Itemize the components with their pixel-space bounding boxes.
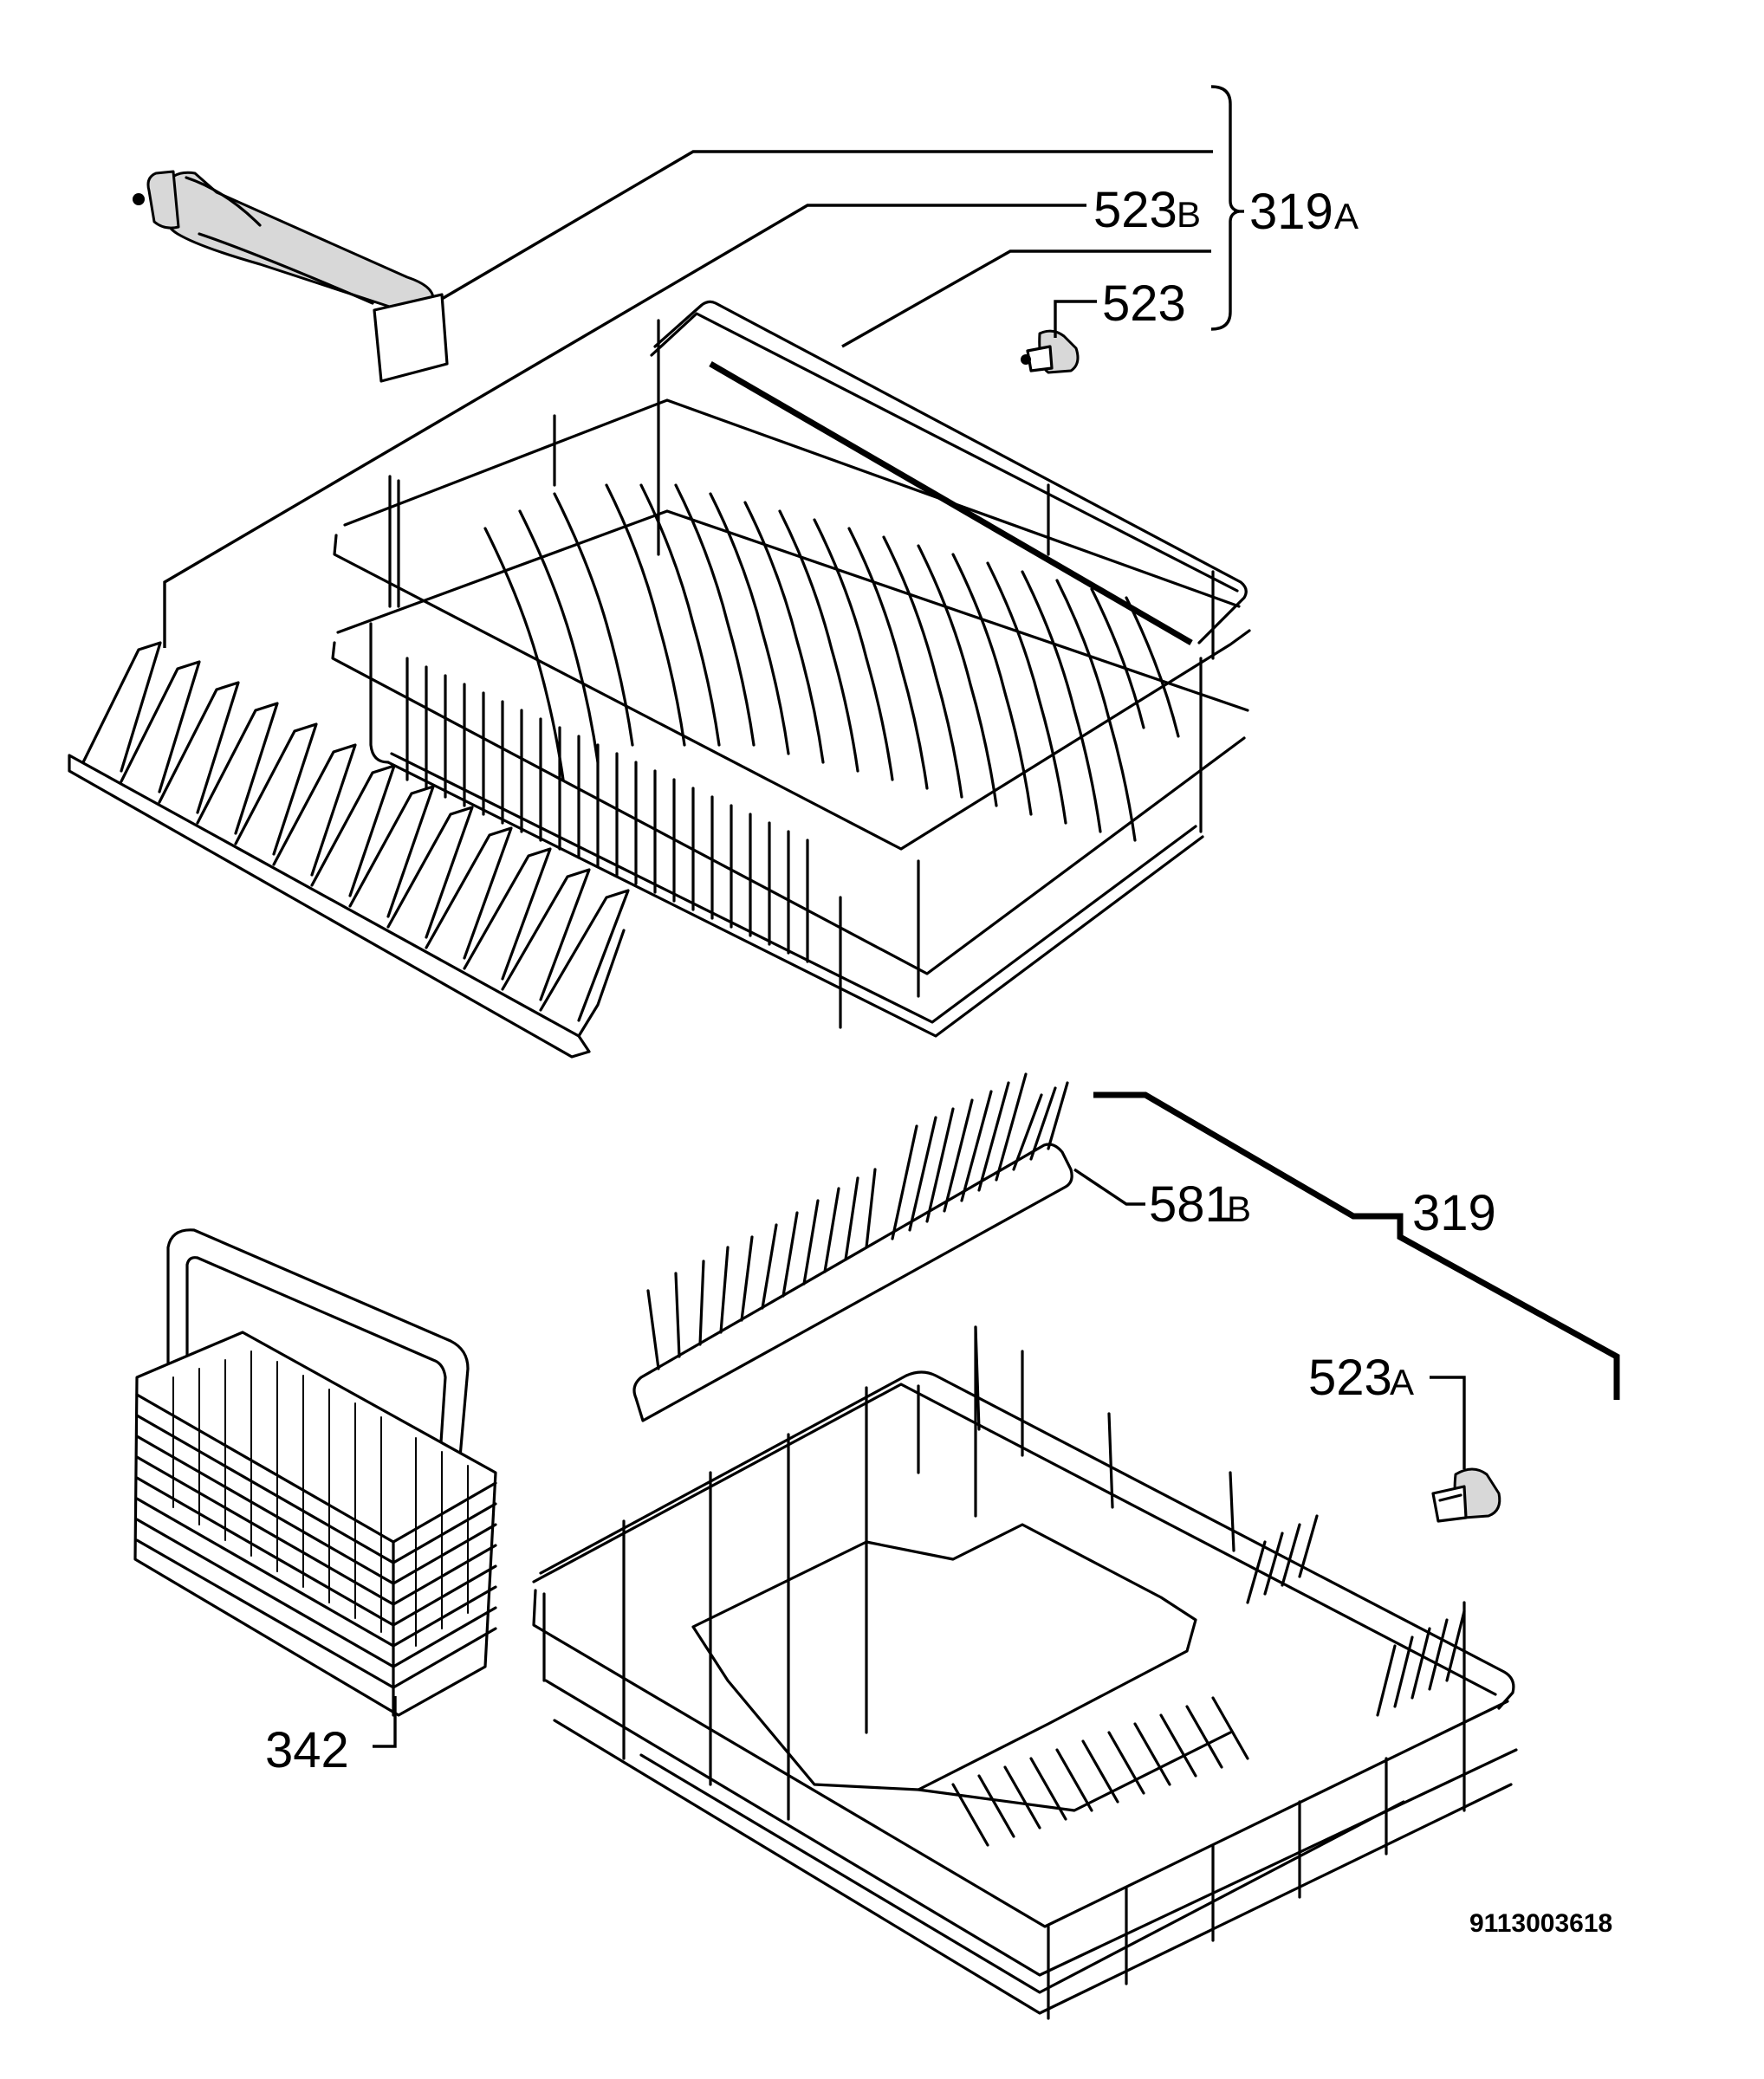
label-523a: 523 A <box>1308 1350 1414 1406</box>
leader-342 <box>373 1696 397 1748</box>
folding-tine-rack-tines <box>81 641 630 1022</box>
folding-tine-rack-icon[interactable] <box>68 641 630 1059</box>
label-342: 342 <box>265 1722 349 1778</box>
label-319a: 319 A <box>1234 184 1359 240</box>
label-523a-suffix: A <box>1390 1362 1414 1402</box>
label-523b: 523 B <box>1093 182 1201 238</box>
cutlery-basket-icon[interactable] <box>133 1228 497 1717</box>
label-581b: 581 B <box>1149 1176 1251 1233</box>
leader-581b <box>1073 1168 1145 1206</box>
cutlery-basket-mesh <box>172 1350 469 1647</box>
kit-bracket <box>1210 85 1240 331</box>
lower-basket-icon[interactable] <box>532 1325 1518 2020</box>
label-523b-suffix: B <box>1177 194 1201 235</box>
label-581b-number: 581 <box>1149 1176 1233 1233</box>
leader-523a <box>1430 1376 1466 1469</box>
label-319a-number: 319 <box>1249 184 1333 240</box>
label-581b-suffix: B <box>1227 1188 1251 1229</box>
tine-rack-tines <box>646 1072 1069 1370</box>
lower-basket-tines <box>951 1514 1466 1847</box>
leader-319 <box>1093 1091 1620 1400</box>
label-523b-number: 523 <box>1093 182 1177 238</box>
leader-spray-arm <box>441 150 1213 301</box>
label-319a-suffix: A <box>1334 196 1359 236</box>
leader-upper-basket <box>841 249 1211 348</box>
upper-basket-icon[interactable] <box>331 300 1251 1038</box>
label-523a-number: 523 <box>1308 1350 1392 1406</box>
tine-rack-icon[interactable] <box>632 1072 1073 1422</box>
upper-basket-front-tines <box>405 657 809 963</box>
spray-arm-icon[interactable] <box>133 170 449 383</box>
leader-523 <box>1054 300 1097 338</box>
label-319: 319 <box>1412 1185 1496 1241</box>
wheel-a-icon[interactable] <box>1431 1467 1501 1523</box>
leader-523b <box>163 204 1086 648</box>
drawing-reference-number: 9113003618 <box>1469 1909 1612 1938</box>
wheel-icon[interactable] <box>1021 329 1080 374</box>
label-523: 523 <box>1102 275 1186 332</box>
